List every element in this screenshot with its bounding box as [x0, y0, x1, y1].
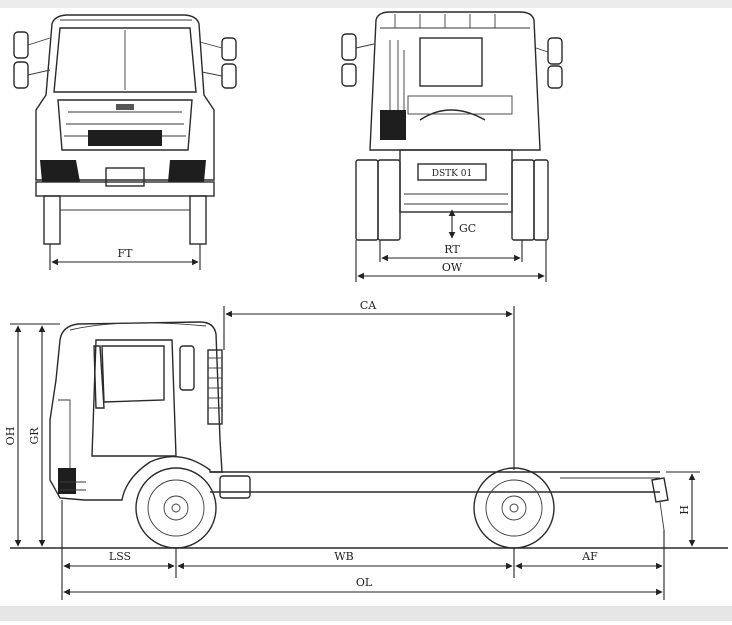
ca-label: CA	[360, 299, 377, 312]
rt-label: RT	[444, 243, 460, 256]
front-view: FT	[13, 14, 237, 270]
side-view: CA OH GR LSS WB AF OL H	[4, 299, 728, 600]
af-label: AF	[581, 550, 598, 563]
lss-label: LSS	[109, 550, 131, 563]
top-band	[0, 0, 732, 8]
bottom-band	[0, 606, 732, 621]
rear-plate-text: DSTK 01	[432, 169, 472, 179]
gr-label: GR	[28, 427, 41, 445]
h-label: H	[678, 505, 691, 515]
ow-label: OW	[442, 261, 463, 274]
rear-view: DSTK 01 GC RT OW	[341, 11, 563, 282]
gc-label: GC	[459, 222, 476, 235]
wb-label: WB	[334, 550, 353, 563]
ol-label: OL	[356, 576, 373, 589]
ft-label: FT	[118, 247, 134, 260]
oh-label: OH	[4, 427, 17, 446]
